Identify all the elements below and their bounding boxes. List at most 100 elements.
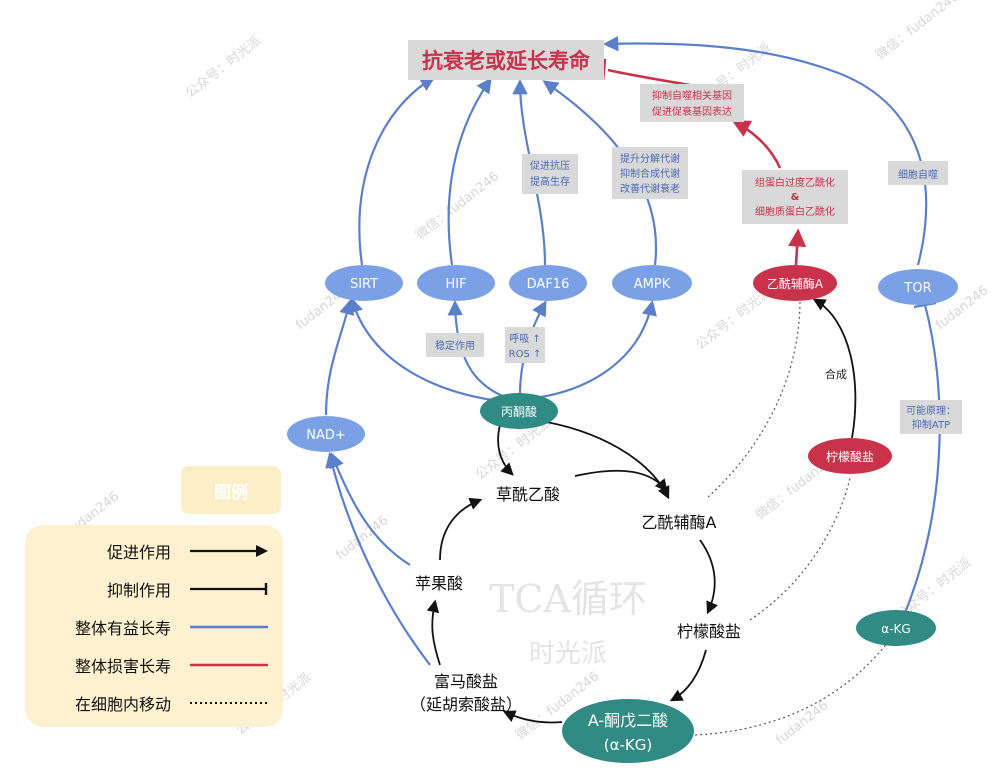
legend-row-move: 在细胞内移动 [25,685,283,721]
edge-sirt-title [358,76,436,266]
legend-row-inhibit: 抑制作用 [25,571,283,607]
legend-label-beneficial: 整体有益长寿 [74,619,171,638]
edge-malate-oxaloacetate [439,497,483,561]
node-hif: HIF [417,265,495,301]
svg-text:抑制自噬相关基因: 抑制自噬相关基因 [652,89,732,102]
svg-text:TOR: TOR [903,281,931,296]
edge-dotted-acetylcoa [707,299,801,498]
tor-annotation: 细胞自噬 [888,161,948,185]
edge-nad-sirt [324,299,355,416]
edge-tor-title [602,35,928,266]
node-akg-big: A-酮戊二酸 (α-KG) [562,699,694,763]
svg-text:SIRT: SIRT [350,277,378,292]
node-sirt: SIRT [325,265,403,301]
respiration-annotation: 呼吸 ↑ ROS ↑ [505,327,545,363]
cycle-fumarate-alt: （延胡索酸盐） [410,695,522,714]
legend-title: 图例 [181,466,281,514]
legend-row-beneficial: 整体有益长寿 [25,609,283,645]
legend-row-promote: 促进作用 [25,533,283,569]
red-genes-annotation: 抑制自噬相关基因 促进促衰基因表达 [640,84,744,122]
edge-acetylcoa-citrate [699,539,718,615]
edge-citrate-acetylcoa-synthesis [812,298,857,439]
principle-annotation: 可能原理： 抑制ATP [900,400,962,434]
legend-inhibit-icon [190,583,268,595]
edge-fumarate-nad [325,451,431,666]
svg-text:细胞自噬: 细胞自噬 [898,168,938,181]
legend-row-harmful: 整体损害长寿 [25,647,283,683]
svg-text:丙酮酸: 丙酮酸 [501,404,537,419]
cycle-arrows [426,298,857,724]
edge-akg-tor [903,304,941,614]
edge-pyruvate-sirt [348,297,493,402]
center-watermark-title: TCA循环 [489,577,647,621]
legend-red-line-icon [190,663,268,667]
page-title: 抗衰老或延长寿命 [422,48,591,73]
svg-text:促进抗压: 促进抗压 [530,159,570,172]
edge-akg-fumarate [502,710,563,724]
svg-text:NAD+: NAD+ [306,428,346,443]
title-box [408,40,604,80]
edge-genes-title [607,68,691,87]
edge-malate-nad [329,452,411,566]
watermark: fudan246 [333,513,391,563]
legend-dotted-line-icon [190,702,268,704]
node-akg-small: α-KG [856,610,936,646]
node-citrate-red: 柠檬酸盐 [808,438,892,474]
svg-text:A-酮戊二酸: A-酮戊二酸 [588,711,668,730]
svg-text:细胞质蛋白乙酰化: 细胞质蛋白乙酰化 [755,205,835,218]
edge-acetylation-genes [731,120,782,169]
dotted-connectors [694,299,889,736]
node-acetyl-coa-red: 乙酰辅酶A [753,265,837,301]
svg-text:提高生存: 提高生存 [530,175,570,188]
svg-text:改善代谢衰老: 改善代谢衰老 [620,182,680,195]
svg-text:ROS ↑: ROS ↑ [509,349,542,360]
node-daf16: DAF16 [509,265,587,301]
edge-pyruvate-oxaloacetate [497,424,514,476]
svg-text:柠檬酸盐: 柠檬酸盐 [826,449,874,464]
watermark: fudan246 [773,698,831,748]
edge-acetylcoa-acetylation [788,228,807,266]
edge-citrate-akg [669,649,707,702]
svg-text:&: & [791,192,800,203]
legend-label-move: 在细胞内移动 [74,695,171,714]
legend-label-inhibit: 抑制作用 [106,581,171,600]
cycle-citrate: 柠檬酸盐 [677,622,741,641]
legend-blue-line-icon [190,625,268,629]
cycle-acetyl-coa: 乙酰辅酶A [642,513,717,532]
legend: 促进作用 抑制作用 整体有益长寿 整体损害长寿 在细胞内移动 [25,525,283,727]
hif-stabilize-annotation: 稳定作用 [426,333,484,357]
watermark: 公众号：时光派 [693,285,774,353]
edge-fumarate-malate [426,599,441,666]
edge-hif-title [447,77,492,266]
synthesis-label: 合成 [825,367,847,381]
center-watermark-subtitle: 时光派 [529,639,607,669]
svg-text:促进促衰基因表达: 促进促衰基因表达 [652,105,732,118]
svg-text:(α-KG): (α-KG) [604,736,652,754]
svg-text:乙酰辅酶A: 乙酰辅酶A [767,276,824,291]
cycle-oxaloacetate: 草酰乙酸 [496,485,560,504]
legend-arrow-icon [190,545,268,557]
watermark: 微信：fudan246 [413,169,502,243]
legend-label-promote: 促进作用 [106,543,171,562]
svg-text:AMPK: AMPK [634,277,671,292]
ampk-annotation: 提升分解代谢 抑制合成代谢 改善代谢衰老 [612,147,688,199]
svg-text:抑制ATP: 抑制ATP [912,418,950,431]
edge-dotted-citrate [749,477,851,621]
red-connectors [607,68,807,266]
svg-text:呼吸 ↑: 呼吸 ↑ [509,333,541,345]
svg-text:HIF: HIF [445,277,466,292]
red-acetylation-annotation: 组蛋白过度乙酰化 & 细胞质蛋白乙酰化 [742,170,848,224]
svg-text:组蛋白过度乙酰化: 组蛋白过度乙酰化 [755,176,835,189]
node-pyruvate: 丙酮酸 [480,393,558,429]
daf16-annotation: 促进抗压 提高生存 [522,154,578,194]
svg-text:DAF16: DAF16 [527,277,570,292]
legend-label-harmful: 整体损害长寿 [74,657,171,676]
watermark: 微信：fudan246 [873,0,962,63]
edge-oxaloacetate-acetylcoa [574,469,668,492]
svg-text:稳定作用: 稳定作用 [435,339,475,352]
edge-pyruvate-hif [447,299,506,399]
watermark: 公众号：时光派 [183,33,264,101]
blue-connectors [324,35,941,666]
node-ampk: AMPK [612,265,692,301]
